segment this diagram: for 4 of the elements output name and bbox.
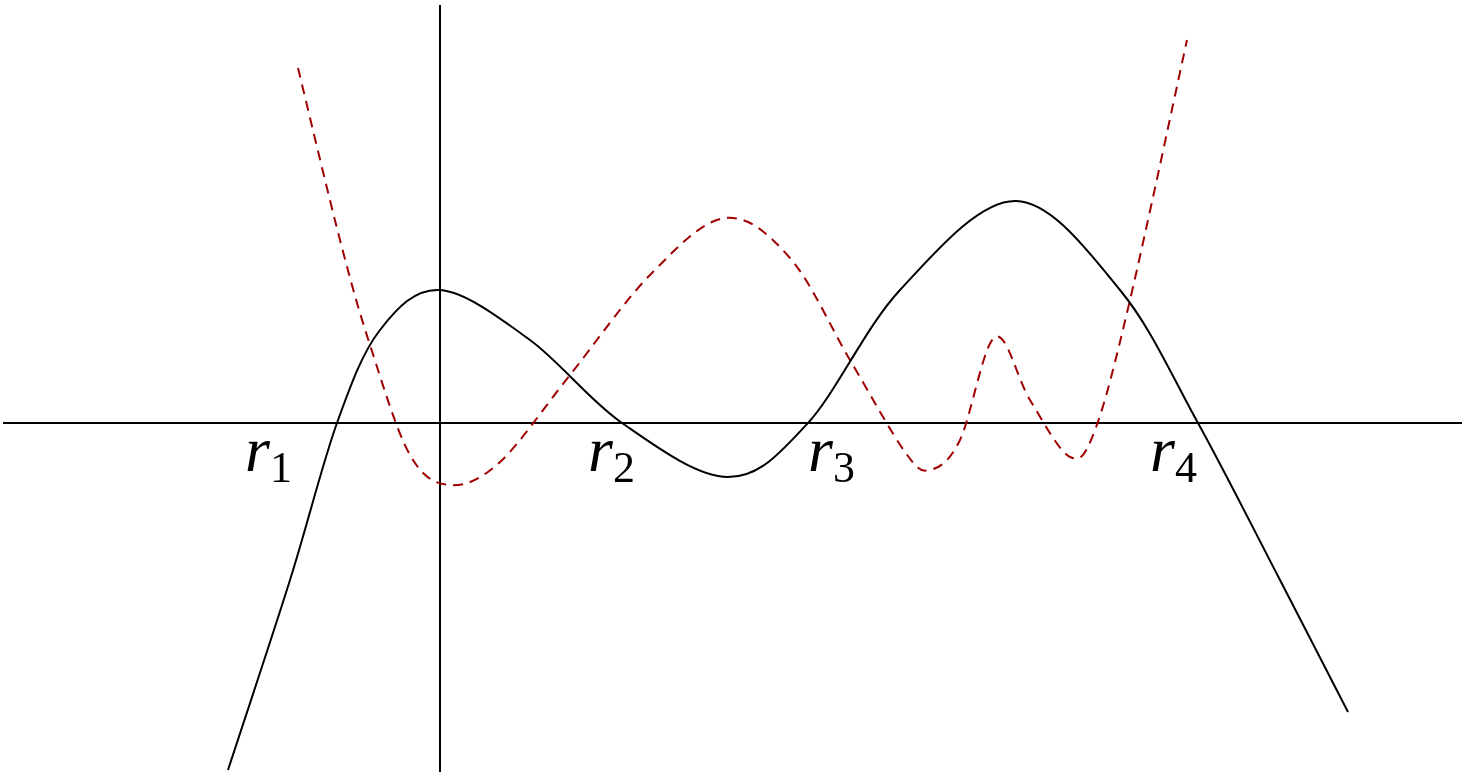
root-label: r$_{4}$ [1150,418,1197,482]
root-label: r$_{1}$ [245,418,292,482]
root-label: r$_{2}$ [588,418,635,482]
root-label: r$_{3}$ [808,418,855,482]
